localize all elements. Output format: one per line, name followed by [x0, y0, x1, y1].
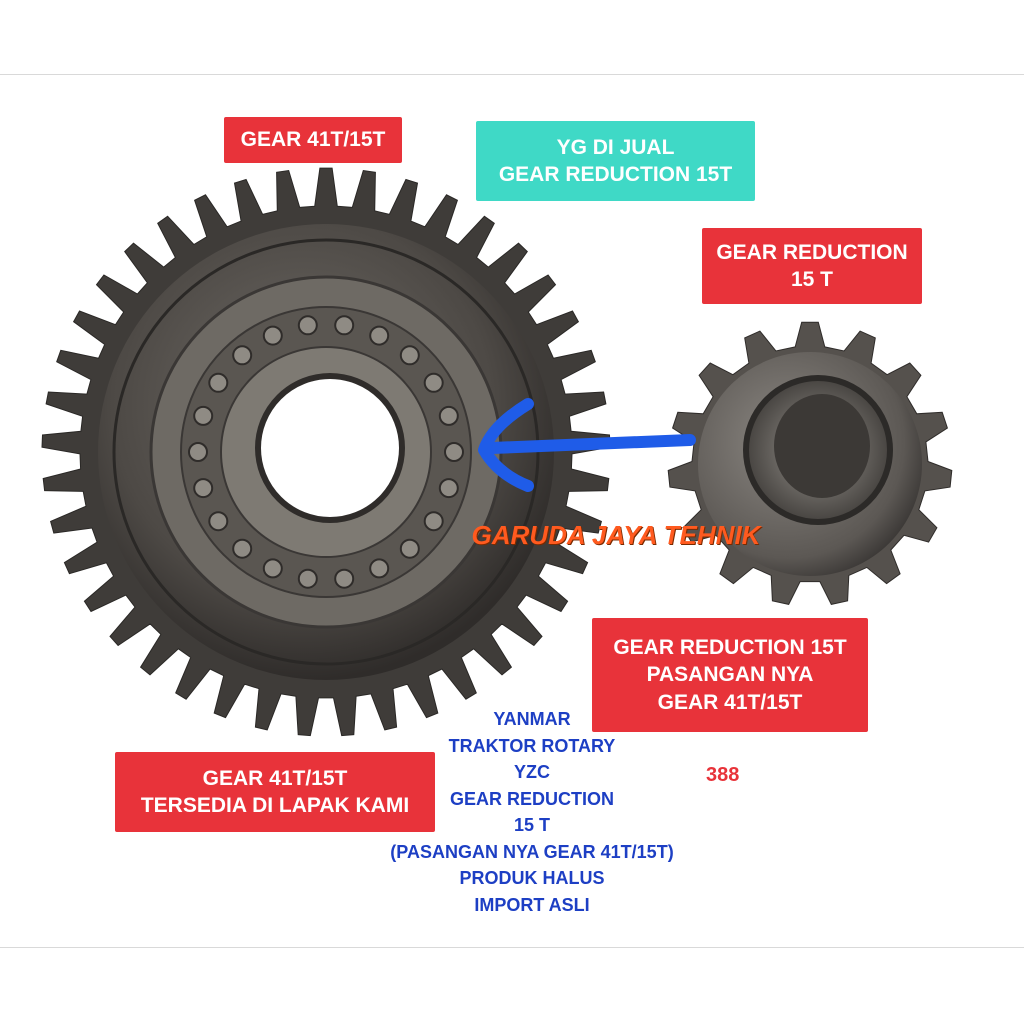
spline-hole — [262, 325, 283, 346]
spline-hole — [334, 315, 355, 336]
spline-hole — [423, 372, 444, 393]
spline-hole — [399, 345, 420, 366]
arrow-icon — [478, 398, 696, 492]
spline-hole — [297, 315, 318, 336]
description-line: YANMAR — [493, 709, 571, 729]
spline-hole — [208, 511, 229, 532]
availability-label: GEAR 41T/15T TERSEDIA DI LAPAK KAMI — [115, 752, 435, 832]
spline-hole — [399, 538, 420, 559]
spline-hole — [369, 325, 390, 346]
description-line: TRAKTOR ROTARY — [448, 735, 616, 756]
spline-hole — [232, 538, 253, 559]
spline-hole — [438, 478, 459, 499]
spline-hole — [193, 478, 214, 499]
spline-hole — [232, 345, 253, 366]
spline-hole — [369, 558, 390, 579]
small-gear-label: GEAR REDUCTION 15 T — [702, 228, 922, 304]
large-gear-41t — [41, 167, 611, 737]
spline-hole — [193, 405, 214, 426]
spline-hole — [423, 511, 444, 532]
description-line: (PASANGAN NYA GEAR 41T/15T) — [390, 841, 674, 862]
top-divider — [0, 74, 1024, 75]
spline-hole — [262, 558, 283, 579]
pairing-label: GEAR REDUCTION 15T PASANGAN NYA GEAR 41T… — [592, 618, 868, 732]
small-gear-15t — [667, 321, 953, 605]
large-gear-bore — [255, 373, 405, 523]
big-gear-label: GEAR 41T/15T — [224, 117, 402, 163]
spline-hole — [188, 442, 208, 462]
description-line: IMPORT ASLI — [474, 894, 590, 915]
spline-hole — [297, 568, 318, 589]
description-line: YZC — [514, 762, 550, 782]
description-line: 15 T — [513, 815, 551, 835]
description-line: GEAR REDUCTION — [449, 788, 614, 809]
spline-hole — [334, 568, 355, 589]
large-gear-spline-holes — [188, 315, 464, 589]
spline-hole — [444, 442, 464, 462]
sold-item-label: YG DI JUAL GEAR REDUCTION 15T — [476, 121, 755, 201]
bottom-divider — [0, 947, 1024, 948]
product-code: 388 — [706, 764, 740, 786]
description-line: PRODUK HALUS — [459, 868, 605, 888]
product-description: YANMAR TRAKTOR ROTARY YZC GEAR REDUCTION… — [350, 706, 714, 918]
watermark-text: GARUDA JAYA TEHNIK — [471, 520, 761, 550]
spline-hole — [438, 405, 459, 426]
spline-hole — [208, 372, 229, 393]
